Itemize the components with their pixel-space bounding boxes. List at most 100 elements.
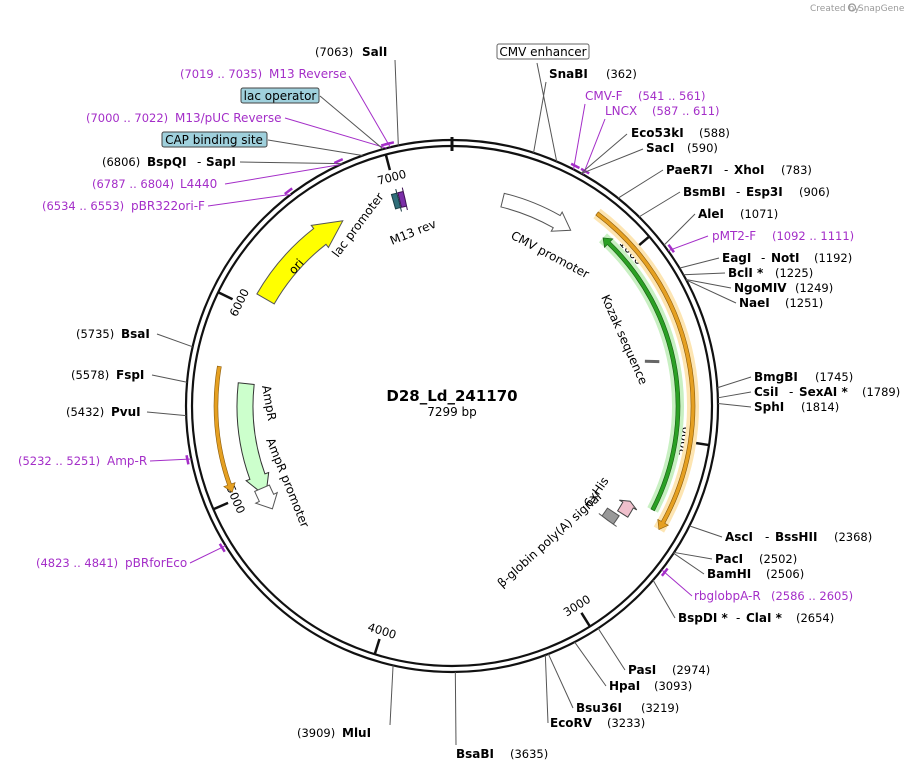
label-asci-bsshii[interactable]: AscI - BssHII (2368) [725, 530, 872, 544]
ampr-promoter-label: AmpR promoter [263, 436, 312, 530]
site-leaders [146, 59, 752, 746]
label-primer-pbrforeco[interactable]: (4823 .. 4841) pBRforEco [36, 556, 187, 570]
label-ecorv[interactable]: EcoRV (3233) [550, 716, 645, 730]
label-primer-pmt2-f[interactable]: pMT2-F (1092 .. 1111) [712, 229, 854, 243]
feature-arrows [213, 187, 699, 533]
site-name-2: SapI [206, 155, 236, 169]
his-tag-arrow [616, 499, 638, 518]
leader-line [717, 403, 752, 408]
site-name: AleI [698, 207, 724, 221]
site-name: HpaI [609, 679, 640, 693]
primer-name: rbglobpA-R [694, 589, 761, 603]
label-primer-cmv-f[interactable]: CMV-F (541 .. 561) [585, 89, 706, 103]
label-saci[interactable]: SacI (590) [646, 141, 718, 155]
axis-tick [373, 638, 381, 655]
label-bcli[interactable]: BclI * (1225) [728, 266, 813, 280]
leader-line [685, 279, 732, 289]
site-pos: (590) [687, 141, 718, 155]
label-bsu36i[interactable]: Bsu36I (3219) [576, 701, 679, 715]
lac-operator-label: lac operator [244, 89, 317, 103]
leader-line [679, 257, 720, 269]
lac-operator-mark [390, 189, 402, 212]
label-pvui[interactable]: (5432) PvuI [66, 405, 141, 419]
primer-range: (7000 .. 7022) [86, 111, 168, 125]
cmv-enhancer-box [496, 43, 590, 60]
cmv-promoter-arrow [500, 192, 572, 232]
cmv-promoter-label: CMV promoter [509, 228, 592, 281]
label-hpai[interactable]: HpaI (3093) [609, 679, 692, 693]
label-primer-m13-puc-reverse[interactable]: (7000 .. 7022) M13/pUC Reverse [86, 111, 282, 125]
label-primer-amp-r[interactable]: (5232 .. 5251) Amp-R [18, 454, 147, 468]
primer-mark [570, 162, 581, 170]
primer-name: pMT2-F [712, 229, 756, 243]
label-pasi[interactable]: PasI (2974) [628, 663, 710, 677]
label-bsai[interactable]: (5735) BsaI [76, 327, 150, 341]
label-naei[interactable]: NaeI (1251) [739, 296, 823, 310]
primer-mark [580, 167, 590, 175]
label-bsabi[interactable]: BsaBI (3635) [456, 747, 548, 761]
label-primer-m13-reverse[interactable]: (7019 .. 7035) M13 Reverse [180, 67, 347, 81]
leader-line [239, 161, 343, 165]
site-name: NgoMIV [734, 281, 787, 295]
primer-name: LNCX [605, 104, 637, 118]
site-name: BamHI [707, 567, 751, 581]
label-primer-pbr322ori-f[interactable]: (6534 .. 6553) pBR322ori-F [42, 199, 205, 213]
ori-arrow [256, 220, 344, 305]
leader-line [661, 569, 693, 597]
label-ngomiv[interactable]: NgoMIV (1249) [734, 281, 833, 295]
primer-name: pBR322ori-F [131, 199, 205, 213]
snapgene-logo-icon [847, 3, 857, 12]
site-name: BmgBI [754, 370, 798, 384]
leader-line [454, 671, 457, 746]
site-name: CsiI [754, 385, 779, 399]
label-eagi-noti[interactable]: EagI - NotI (1192) [722, 251, 852, 265]
label-primer-l4440[interactable]: (6787 .. 6804) L4440 [92, 177, 217, 191]
site-name: BsaI [121, 327, 150, 341]
site-pos: (2506) [766, 567, 804, 581]
ampr-label: AmpR [259, 384, 279, 422]
plasmid-length: 7299 bp [427, 405, 477, 419]
label-primer-lncx[interactable]: LNCX (587 .. 611) [605, 104, 720, 118]
site-pos: (1745) [815, 370, 853, 384]
primer-mark [333, 157, 344, 165]
leader-line [572, 103, 586, 170]
leader-line [673, 552, 705, 575]
site-name: BclI * [728, 266, 764, 280]
label-bmgbi[interactable]: BmgBI (1745) [754, 370, 853, 384]
leader-line [667, 235, 709, 252]
label-paci[interactable]: PacI (2502) [715, 552, 797, 566]
label-mlui[interactable]: (3909) MluI [297, 726, 371, 740]
cap-binding-site-box [161, 131, 268, 148]
label-bsmbi-esp3i[interactable]: BsmBI - Esp3I (906) [683, 185, 830, 199]
site-name: BsaBI [456, 747, 494, 761]
svg-text:-: - [724, 163, 728, 177]
label-snabi[interactable]: SnaBI (362) [549, 67, 637, 81]
svg-text:-: - [736, 185, 740, 199]
label-bspdi-clai[interactable]: BspDI * - ClaI * (2654) [678, 611, 834, 625]
site-name: NaeI [739, 296, 770, 310]
primer-range: (587 .. 611) [652, 104, 720, 118]
site-pos: (1192) [814, 251, 852, 265]
leader-line [547, 653, 574, 709]
leader-line [580, 133, 628, 174]
label-fspi[interactable]: (5578) FspI [71, 368, 144, 382]
label-sali[interactable]: (7063) SalI [315, 45, 387, 59]
label-eco53ki[interactable]: Eco53kI (588) [631, 126, 730, 140]
label-paer7i-xhoi[interactable]: PaeR7I - XhoI (783) [666, 163, 812, 177]
site-pos: (6806) [102, 155, 140, 169]
label-primer-rbglobpa-r[interactable]: rbglobpA-R (2586 .. 2605) [694, 589, 853, 603]
primer-mark [380, 141, 391, 147]
primer-range: (1092 .. 1111) [772, 229, 854, 243]
label-csii-sexai[interactable]: CsiI - SexAI * (1789) [754, 385, 900, 399]
leader-line [597, 628, 626, 671]
label-bamhi[interactable]: BamHI (2506) [707, 567, 804, 581]
site-pos: (1071) [740, 207, 778, 221]
label-bspqi-sapi[interactable]: (6806) BspQI - SapI [102, 155, 236, 169]
leader-line [533, 81, 547, 153]
leader-line [689, 525, 723, 538]
leader-line [652, 579, 676, 619]
axis-tick [212, 501, 229, 511]
label-sphi[interactable]: SphI (1814) [754, 400, 839, 414]
label-alei[interactable]: AleI (1071) [698, 207, 778, 221]
